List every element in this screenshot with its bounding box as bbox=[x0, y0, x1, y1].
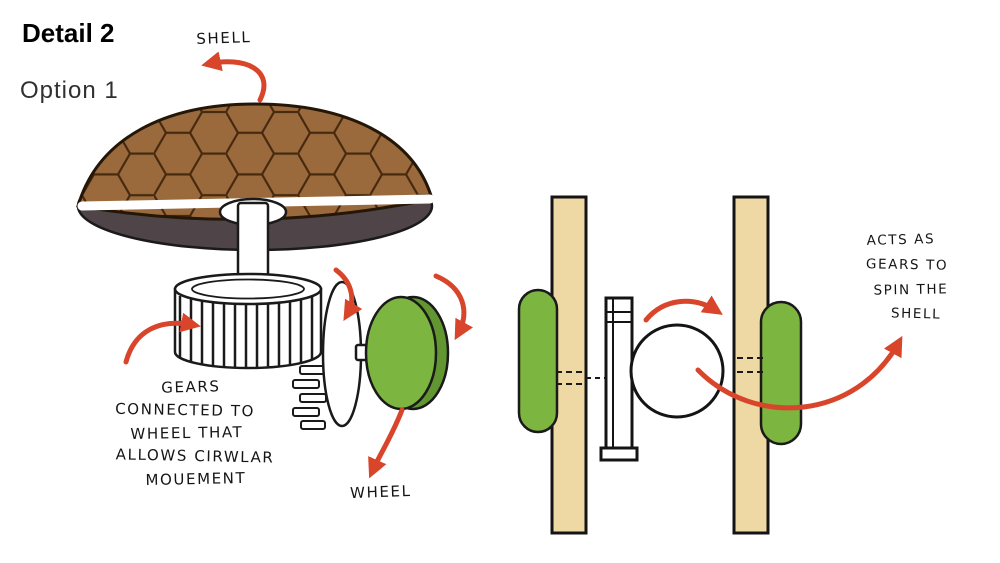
acts-note-line: SPIN THE bbox=[873, 281, 948, 298]
gear-rotation-arrow bbox=[123, 312, 201, 365]
wheel-label-arrow bbox=[368, 407, 405, 479]
disc-rotation-arrow bbox=[333, 267, 363, 322]
gears-note-line: CONNECTED TO bbox=[115, 400, 255, 420]
acts-note-line: GEARS TO bbox=[866, 256, 948, 273]
shell-label: SHELL bbox=[196, 28, 252, 48]
bracket-foot bbox=[599, 446, 639, 462]
bracket-top-ticks bbox=[606, 311, 632, 323]
gear-tooth bbox=[292, 407, 320, 417]
annotation-arrows bbox=[123, 51, 903, 479]
gear-cage-body bbox=[173, 287, 323, 370]
shell-gear-assembly bbox=[76, 102, 450, 430]
shell-label-arrow bbox=[201, 51, 267, 103]
detail-title: Detail 2 bbox=[22, 18, 115, 48]
left-green-wheel bbox=[517, 288, 559, 434]
gear-tooth bbox=[299, 393, 327, 403]
right-green-wheel bbox=[759, 300, 803, 446]
acts-note-line: SHELL bbox=[891, 305, 942, 322]
gears-note-line: MOUEMENT bbox=[145, 469, 246, 489]
acts-as-gears-arrow bbox=[695, 335, 903, 411]
acts-note-line: ACTS AS bbox=[866, 231, 935, 249]
gears-note-line: WHEEL THAT bbox=[130, 423, 243, 443]
mount-bracket bbox=[599, 296, 639, 462]
option-subtitle: Option 1 bbox=[20, 77, 119, 104]
gear-teeth bbox=[292, 365, 327, 430]
gears-note-line: GEARS bbox=[161, 377, 221, 397]
right-post-axle-dashes bbox=[737, 357, 767, 373]
spinner-gear-circle bbox=[629, 323, 725, 419]
gear-cage-top-rim bbox=[191, 278, 305, 300]
gear-cage-top bbox=[173, 272, 323, 306]
gear-tooth bbox=[292, 379, 320, 389]
wheel-front-face bbox=[364, 295, 438, 411]
side-view-diagram bbox=[517, 195, 803, 535]
spin-direction-arrow bbox=[643, 295, 723, 323]
wheel-rotation-arrow bbox=[433, 273, 473, 341]
wheel-label: WHEEL bbox=[350, 482, 412, 502]
gears-note-line: ALLOWS CIRWLAR bbox=[116, 445, 275, 466]
gear-tooth bbox=[300, 420, 326, 430]
acts-as-note: ACTS AS GEARS TO SPIN THE SHELL bbox=[866, 231, 949, 323]
left-post-axle-dashes bbox=[556, 371, 586, 385]
gears-note: GEARS CONNECTED TO WHEEL THAT ALLOWS CIR… bbox=[115, 377, 275, 489]
shell-dome-hex-texture bbox=[78, 104, 432, 220]
